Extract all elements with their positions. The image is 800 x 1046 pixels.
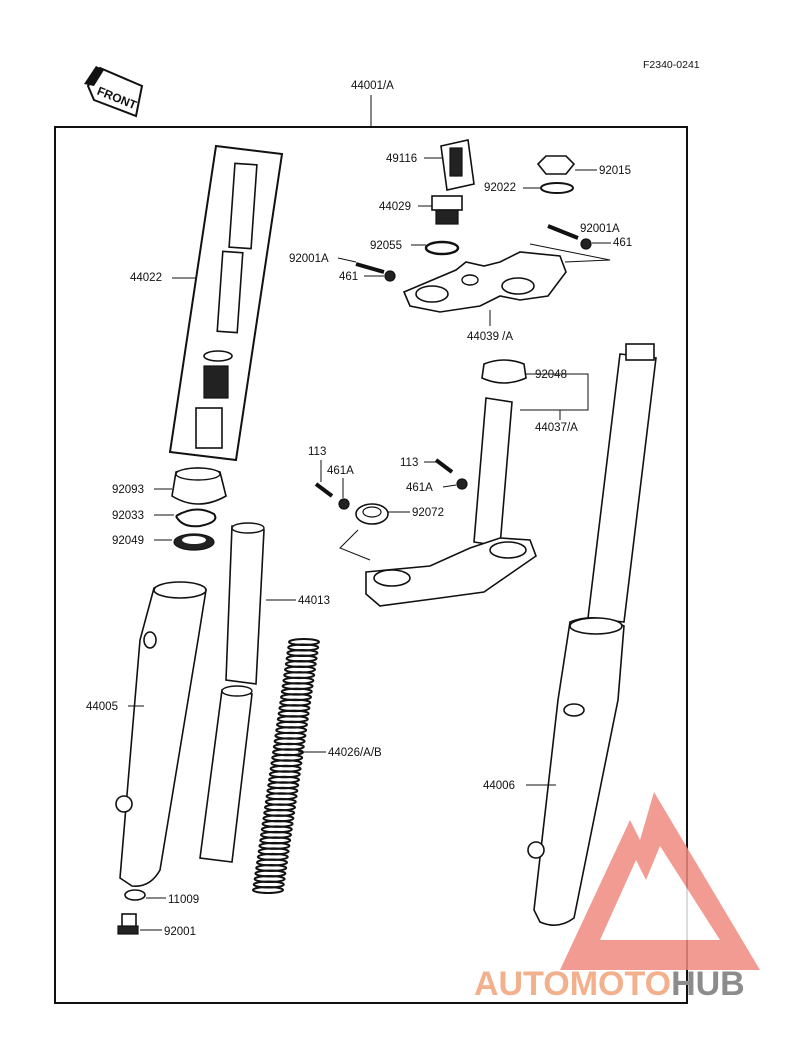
part-92048: [481, 359, 527, 384]
part-44026-spring: [252, 638, 320, 894]
label-461-left: 461: [339, 271, 358, 283]
label-44005: 44005: [86, 701, 118, 713]
part-92055: [424, 240, 460, 256]
part-44039-upper-bracket: [402, 251, 567, 313]
part-113-left: [314, 482, 350, 510]
label-44039: 44039 /A: [467, 331, 513, 343]
label-461-right: 461: [613, 237, 632, 249]
label-92001A-left: 92001A: [289, 253, 329, 265]
front-arrow-icon: FRONT: [84, 66, 144, 118]
part-11009: [124, 889, 146, 901]
label-92048: 92048: [535, 369, 567, 381]
part-44037-lower-bracket: [365, 397, 537, 607]
part-92033: [175, 508, 217, 528]
part-44006-right-fork: [527, 343, 657, 926]
watermark-logo-icon: [560, 792, 760, 970]
diagram-code: F2340-0241: [643, 59, 700, 71]
label-113-left: 113: [308, 446, 326, 458]
label-92001A-right: 92001A: [580, 223, 620, 235]
label-92093: 92093: [112, 484, 144, 496]
label-11009: 11009: [168, 894, 199, 906]
part-92001A-left: [355, 262, 396, 282]
label-461A-left: 461A: [327, 465, 354, 477]
part-92093: [171, 467, 227, 505]
part-44013-inner-tube: [199, 522, 265, 863]
spring-coil: [252, 886, 284, 894]
label-44026: 44026/A/B: [328, 747, 382, 759]
label-461A-right: 461A: [406, 482, 433, 494]
label-92055: 92055: [370, 240, 402, 252]
label-44037: 44037/A: [535, 422, 578, 434]
label-92015: 92015: [599, 165, 631, 177]
label-44022: 44022: [130, 272, 162, 284]
part-92001A-right: [547, 224, 592, 250]
part-92022: [540, 182, 574, 194]
label-44029: 44029: [379, 201, 411, 213]
label-92033: 92033: [112, 510, 144, 522]
label-49116: 49116: [386, 153, 417, 165]
label-44013: 44013: [298, 595, 330, 607]
label-92049: 92049: [112, 535, 144, 547]
label-92022: 92022: [484, 182, 516, 194]
part-92072-clamp: [355, 503, 389, 525]
assembly-label: 44001/A: [351, 80, 394, 92]
label-92001: 92001: [164, 926, 196, 938]
label-44006: 44006: [483, 780, 515, 792]
part-44029: [431, 195, 463, 225]
part-92049: [173, 533, 215, 551]
part-113-right: [434, 458, 468, 490]
watermark-text: AUTOMOTOHUB: [474, 965, 745, 1003]
part-49116: [440, 139, 475, 191]
part-92015: [536, 155, 576, 175]
label-92072: 92072: [412, 507, 444, 519]
label-113-right: 113: [400, 457, 418, 469]
part-44005-outer-tube: [115, 581, 207, 887]
part-44022-kit: [168, 144, 284, 462]
part-92001: [117, 913, 139, 935]
